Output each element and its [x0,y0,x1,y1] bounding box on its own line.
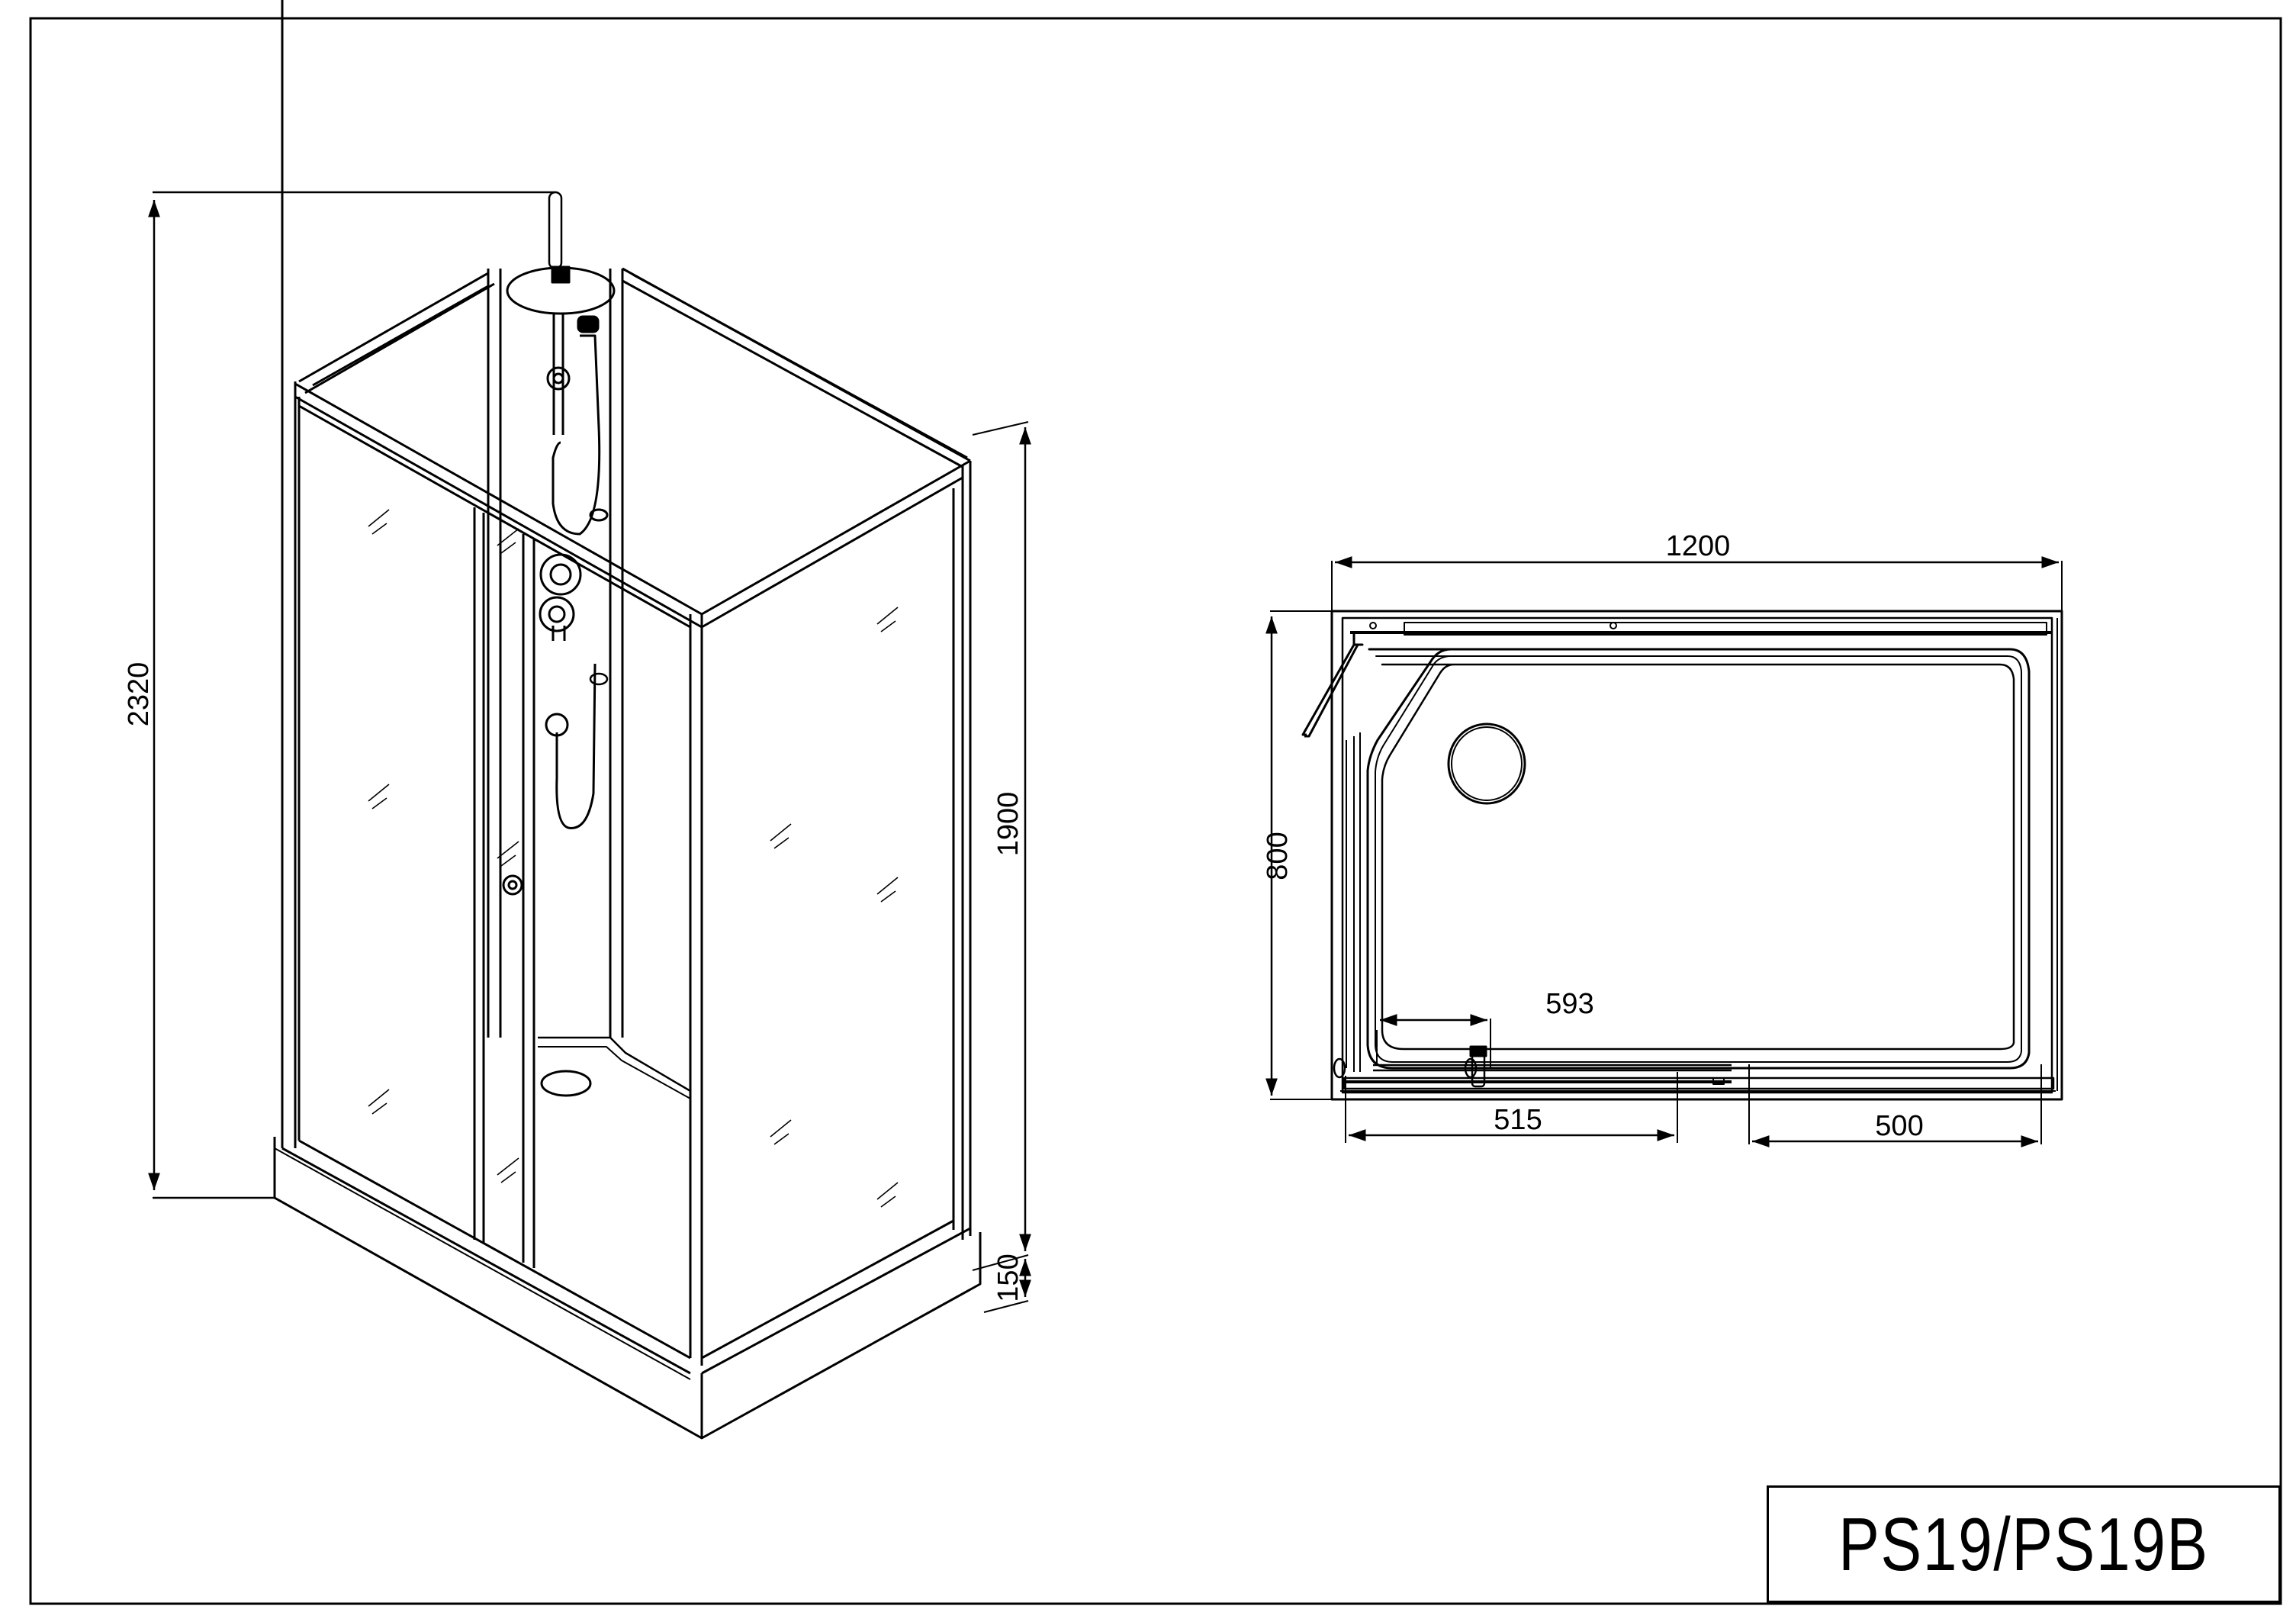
label-left-segment: 515 [1494,1104,1542,1136]
label-depth: 800 [1262,832,1294,880]
label-cabin-height: 1900 [992,792,1024,857]
label-tray-height: 150 [992,1254,1024,1302]
sheet-border [29,17,2282,1605]
isometric-shower-cabin [148,0,1031,1440]
plan-view-shower-tray [1265,556,2063,1147]
label-total-height: 2320 [123,662,155,727]
label-door-inner: 593 [1545,988,1593,1020]
label-right-segment: 500 [1875,1110,1923,1142]
glass-reflection-marks [368,509,899,1208]
title-block: PS19/PS19B [1767,1485,2281,1603]
drain-icon [1447,722,1526,805]
model-title: PS19/PS19B [1838,1501,2209,1586]
label-width: 1200 [1666,530,1731,562]
